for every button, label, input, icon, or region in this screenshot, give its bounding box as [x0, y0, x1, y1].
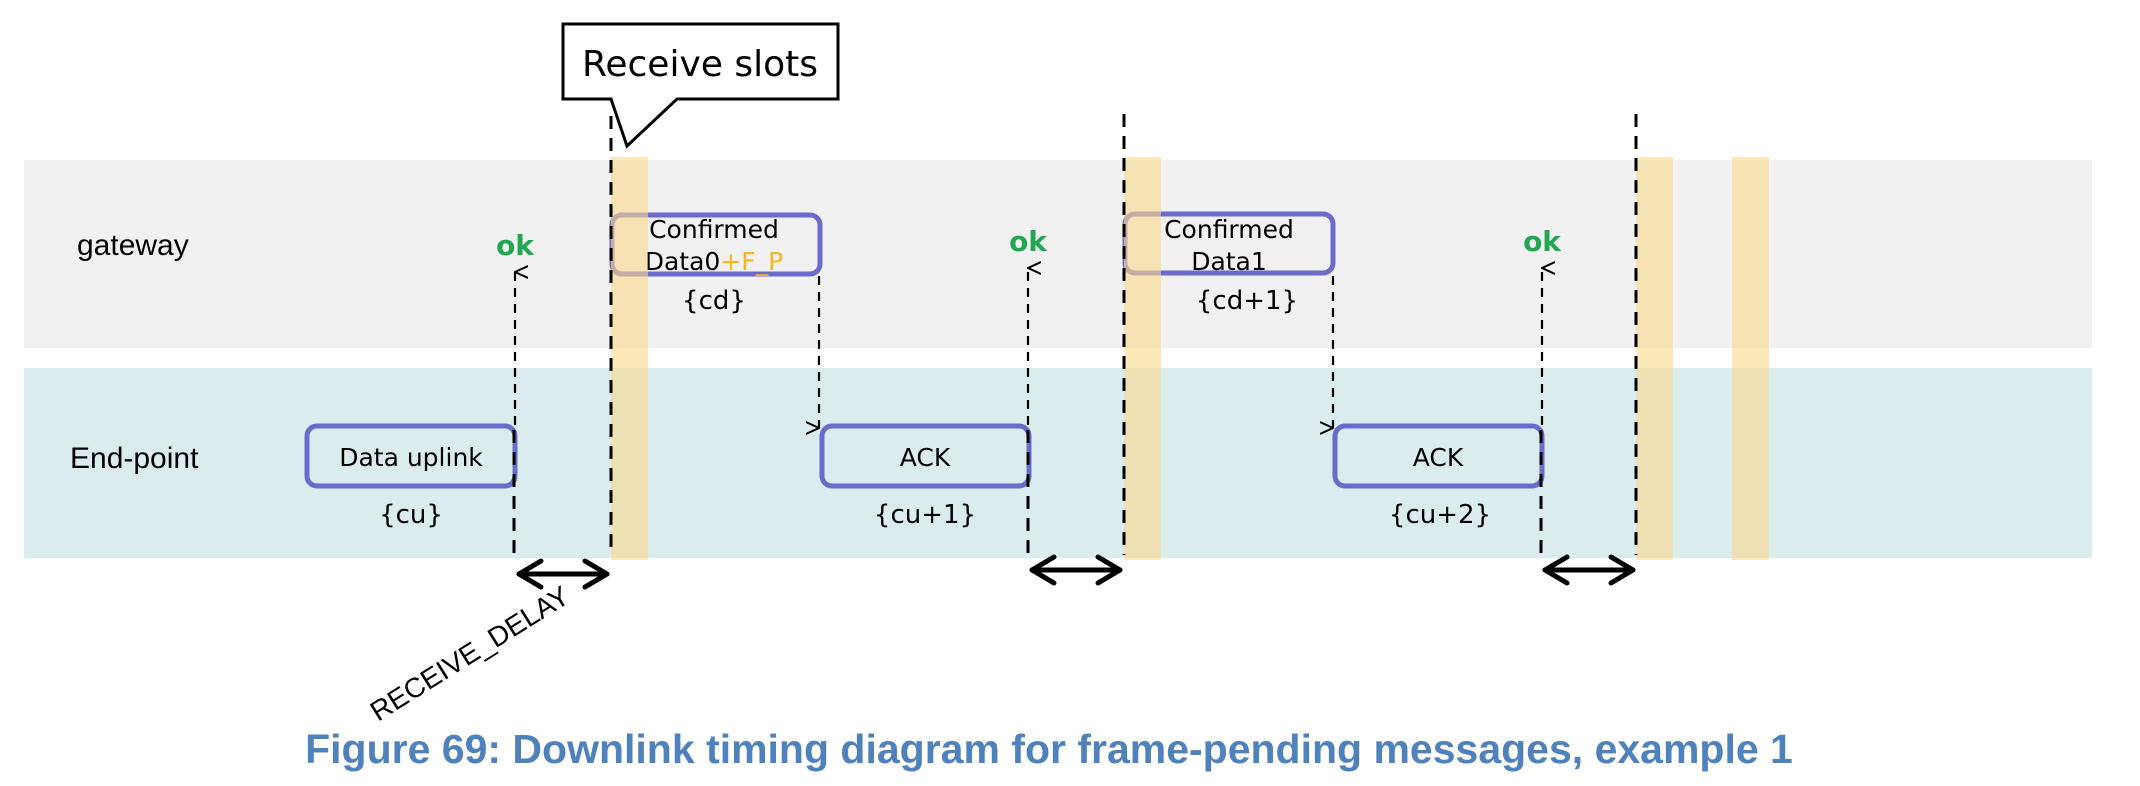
ack1-counter: {cu+1}	[874, 500, 976, 530]
receive-slot-1	[611, 157, 648, 560]
ok-label-3: ok	[1523, 225, 1562, 258]
receive-delay-arrow-2	[1029, 554, 1123, 586]
confirmed-data0-line1: Confirmed	[649, 215, 779, 244]
confirmed-data0-line2: Data0+F_P	[645, 247, 784, 276]
ok-label-1: ok	[496, 229, 535, 262]
receive-slot-4	[1732, 157, 1769, 560]
uplink-counter: {cu}	[379, 500, 443, 530]
data-uplink-label: Data uplink	[339, 443, 483, 472]
endpoint-lane	[24, 368, 2092, 558]
downlink0-counter: {cd}	[682, 286, 746, 316]
receive-delay-label: RECEIVE_DELAY	[365, 580, 575, 727]
receive-delay-arrow-1	[516, 558, 610, 590]
data0-label: Data0	[645, 247, 721, 276]
receive-slots-callout: Receive slots	[561, 22, 840, 149]
callout-label: Receive slots	[582, 44, 818, 85]
receive-slot-3	[1636, 157, 1673, 560]
confirmed-data1-line2: Data1	[1191, 247, 1267, 276]
frame-pending-flag: +F_P	[720, 247, 783, 276]
ack1-label: ACK	[900, 443, 951, 472]
endpoint-lane-label: End-point	[70, 442, 199, 475]
gateway-lane	[24, 160, 2092, 348]
confirmed-data1-line1: Confirmed	[1164, 215, 1294, 244]
confirmed-data1-message: Confirmed Data1	[1122, 211, 1336, 276]
figure-caption: Figure 69: Downlink timing diagram for f…	[305, 726, 1793, 772]
ack2-label: ACK	[1413, 443, 1464, 472]
ok-label-2: ok	[1009, 225, 1048, 258]
gateway-lane-label: gateway	[77, 229, 189, 262]
receive-slot-2	[1124, 157, 1161, 560]
downlink1-counter: {cd+1}	[1196, 286, 1298, 316]
ack2-counter: {cu+2}	[1389, 500, 1491, 530]
receive-delay-arrow-3	[1542, 554, 1636, 586]
